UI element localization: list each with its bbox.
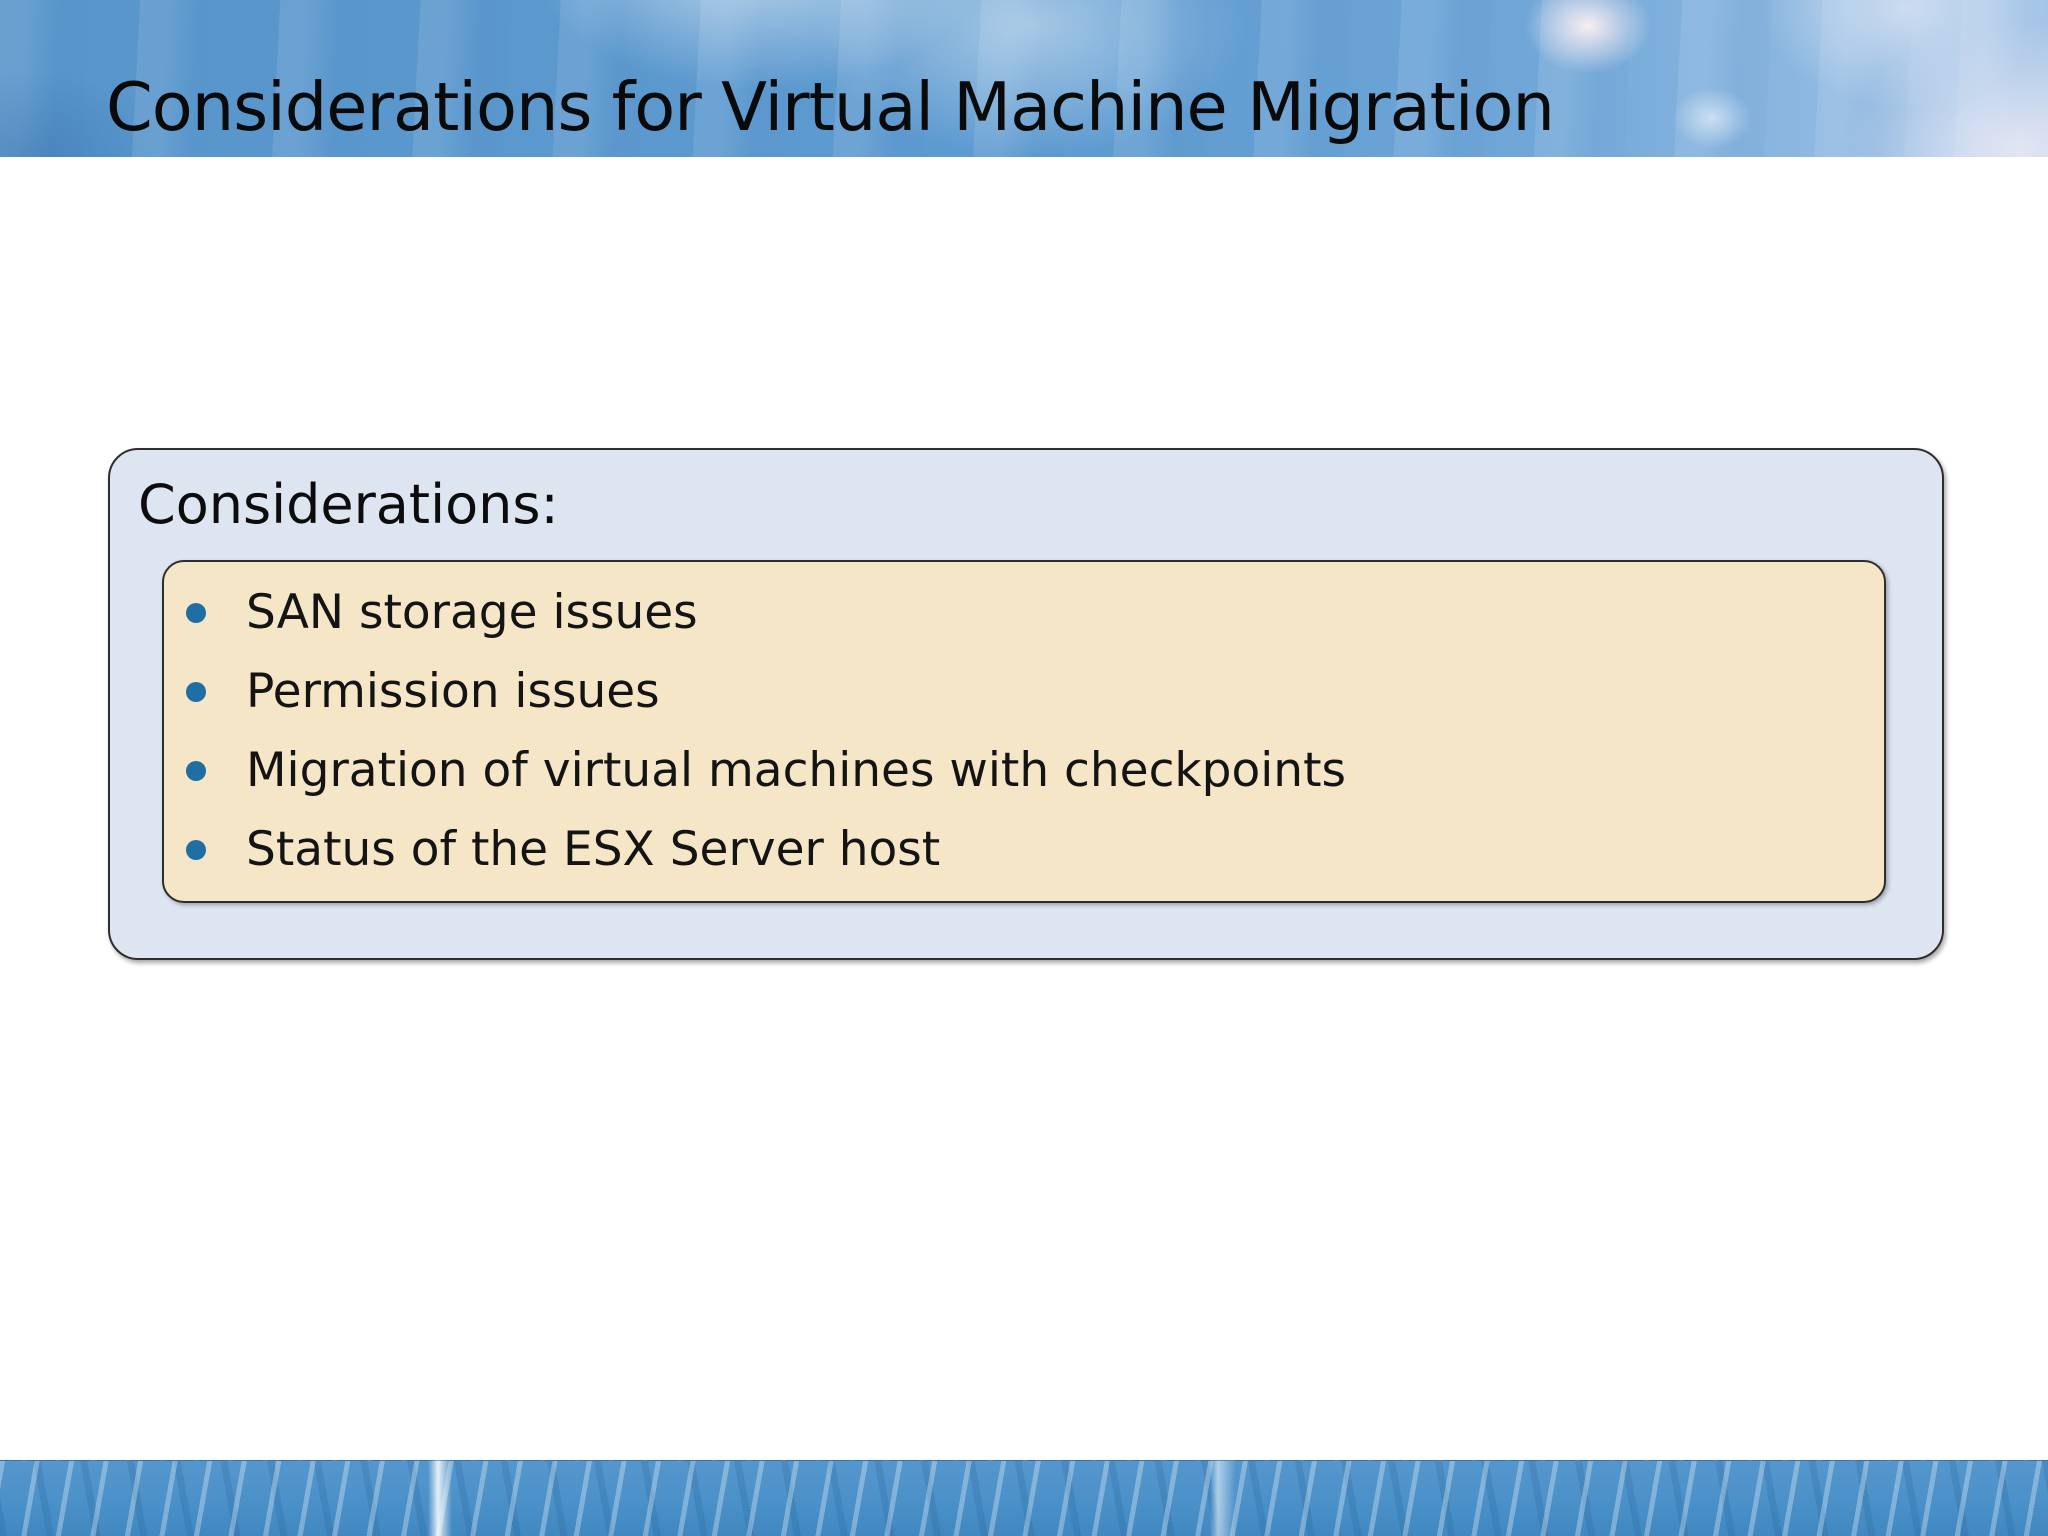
bullet-dot-icon	[186, 602, 206, 623]
panel-label: Considerations:	[138, 473, 559, 536]
bullet-text: SAN storage issues	[246, 585, 698, 640]
bullet-dot-icon	[186, 760, 206, 781]
bullet-text: Permission issues	[246, 664, 660, 719]
considerations-panel: Considerations: SAN storage issues Permi…	[108, 448, 1944, 960]
bullet-item: Migration of virtual machines with check…	[164, 731, 1884, 810]
slide-footer-brush-texture	[0, 1460, 2048, 1536]
bullet-item: SAN storage issues	[164, 573, 1884, 652]
slide-title: Considerations for Virtual Machine Migra…	[106, 68, 1555, 146]
bullet-dot-icon	[186, 681, 206, 702]
bullet-list: SAN storage issues Permission issues Mig…	[164, 562, 1884, 889]
bullet-text: Status of the ESX Server host	[246, 822, 941, 877]
bullet-item: Status of the ESX Server host	[164, 810, 1884, 889]
bullet-item: Permission issues	[164, 652, 1884, 731]
bullet-text: Migration of virtual machines with check…	[246, 743, 1347, 798]
slide-header-watercolor-texture: Considerations for Virtual Machine Migra…	[0, 0, 2048, 157]
bullet-dot-icon	[186, 839, 206, 860]
bullet-panel: SAN storage issues Permission issues Mig…	[162, 560, 1886, 903]
